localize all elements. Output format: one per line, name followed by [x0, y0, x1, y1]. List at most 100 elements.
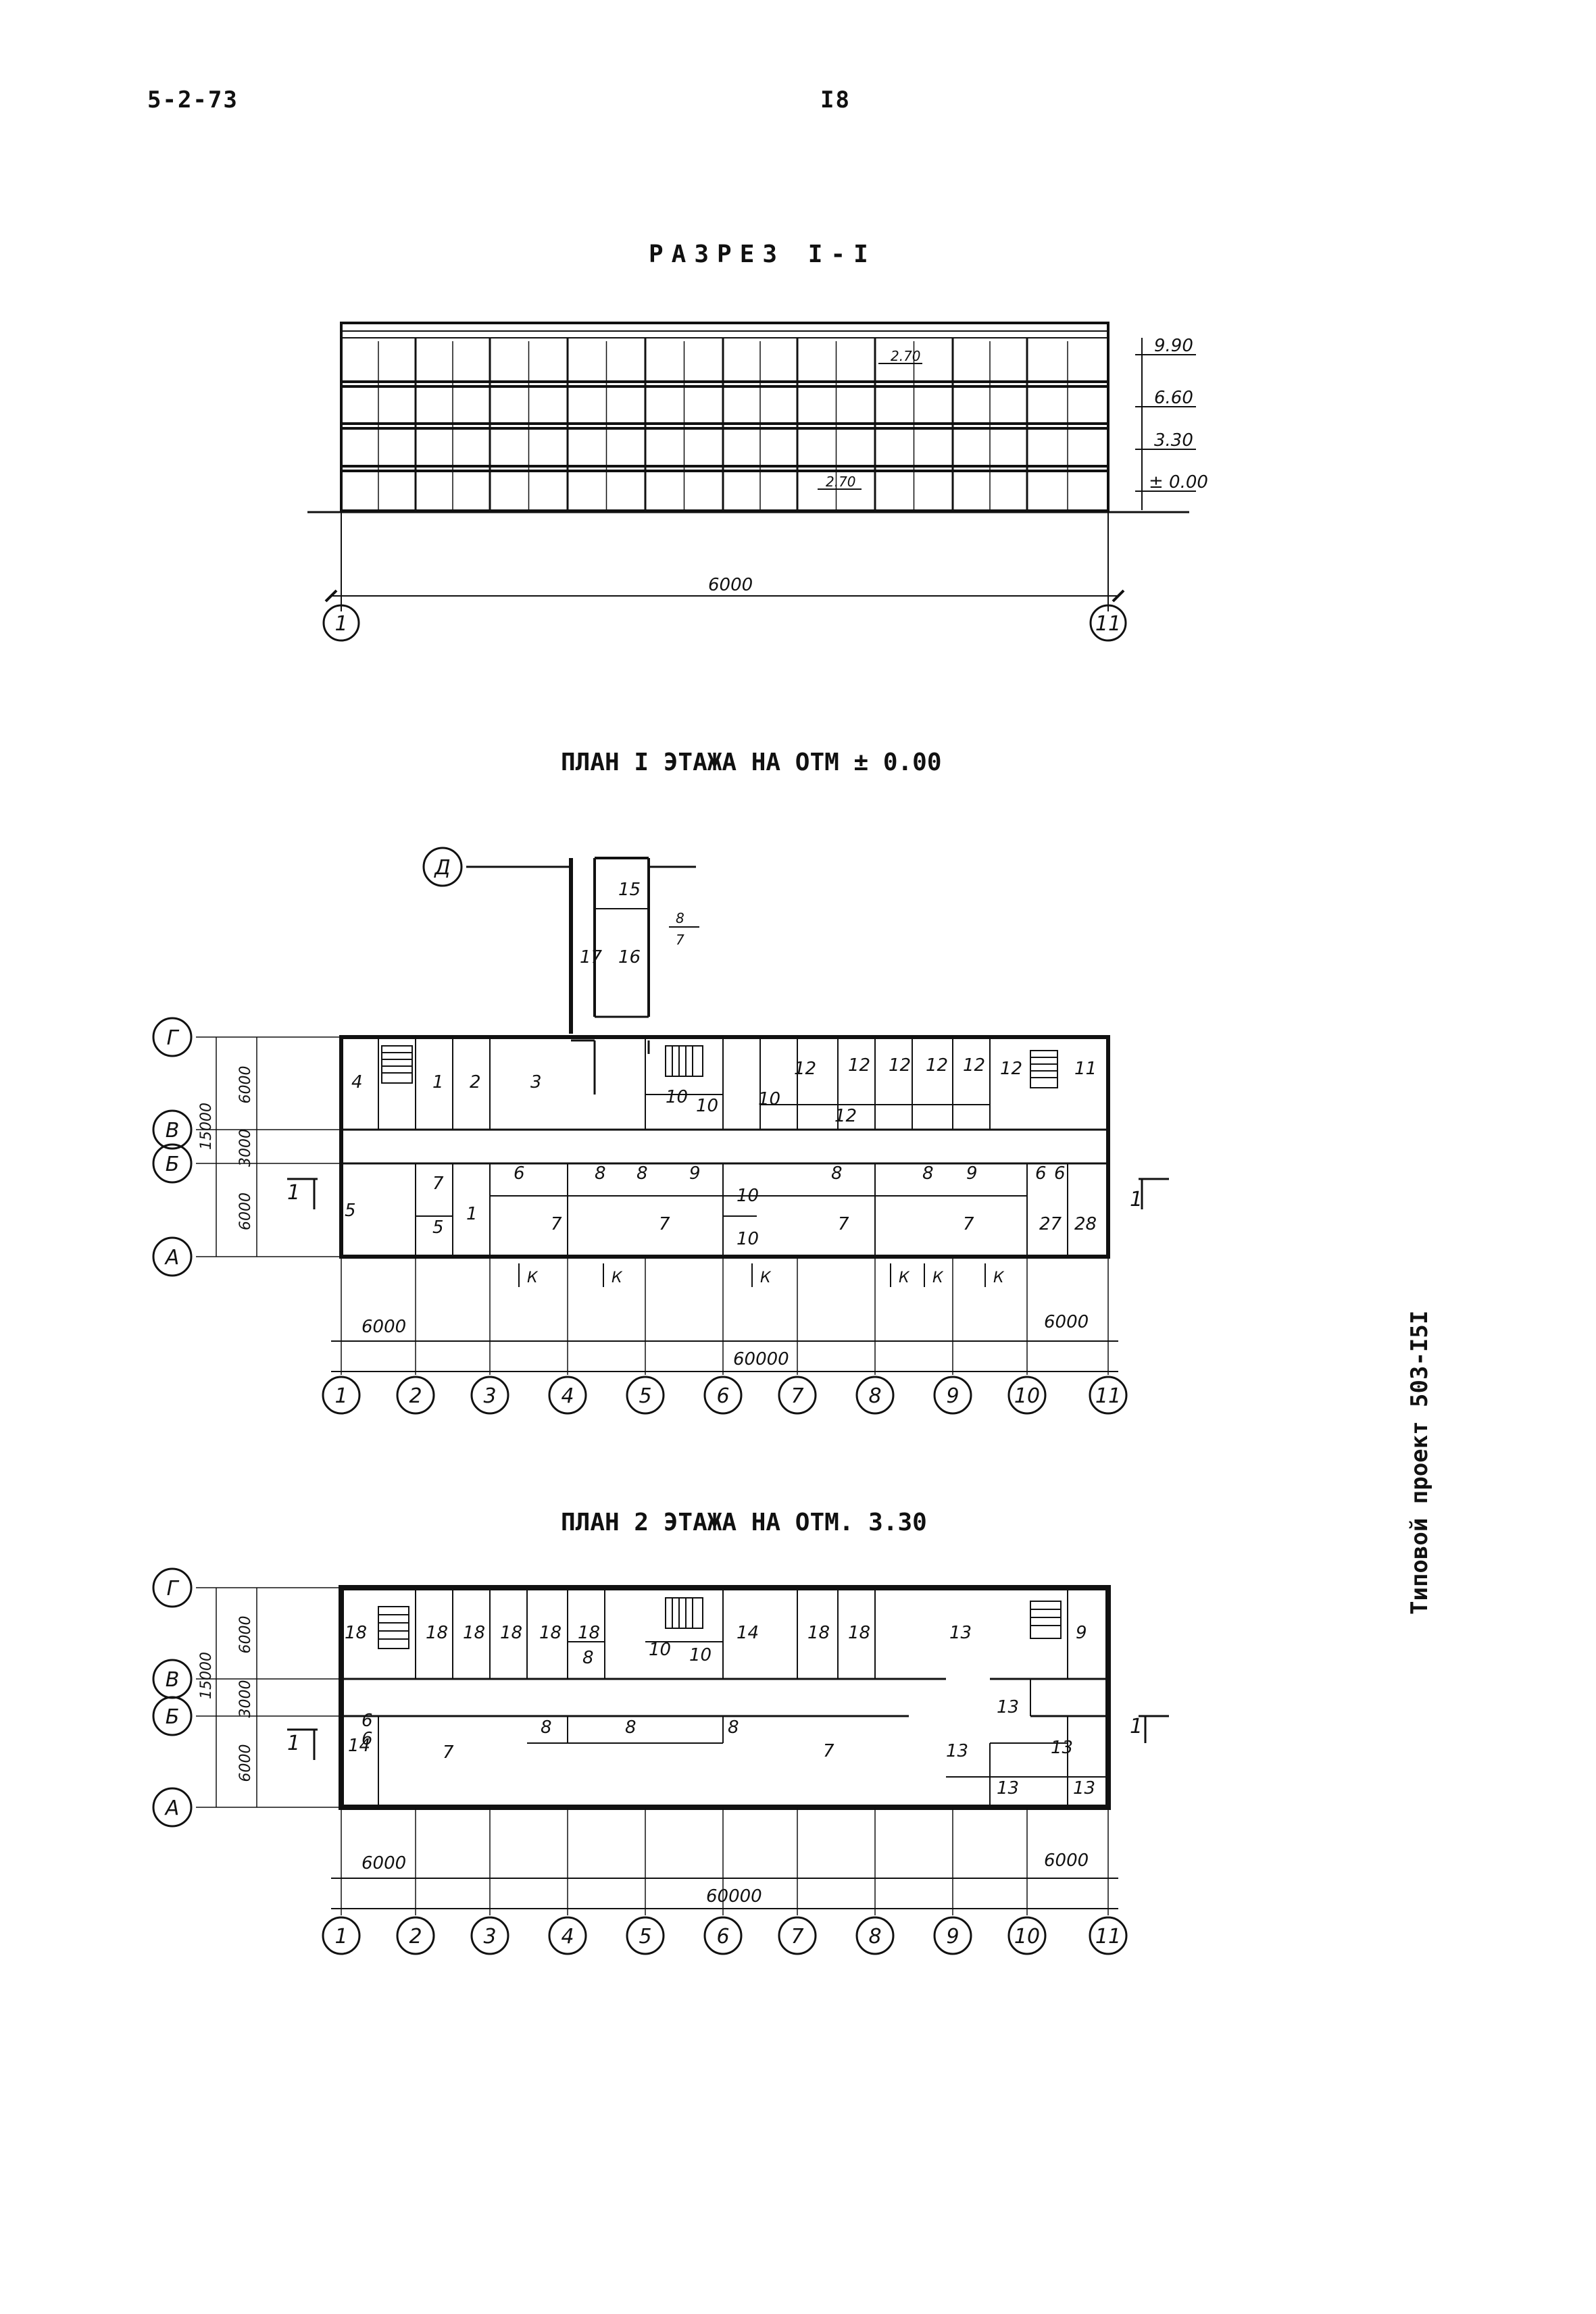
plan2-column-axis-label-9: 9 [946, 1925, 959, 1948]
plan2-column-axis-marker-8 [855, 1916, 895, 1955]
plan1-row-axis-marker-2 [152, 1143, 193, 1184]
level-3-30: 3.30 [1154, 430, 1193, 451]
plan2-room-number: 18 [500, 1623, 522, 1643]
plan2-row-axis-label-3: А [164, 1796, 180, 1820]
plan1-column-axis-label-4: 4 [561, 1384, 574, 1408]
plan2-row-axis-marker-3 [152, 1787, 193, 1828]
plan1-column-axis-label-11: 11 [1095, 1384, 1121, 1408]
section-title: РАЗРЕЗ I-I [649, 241, 876, 268]
plan1-entrance-mark: К [760, 1269, 772, 1286]
plan2-room-number: 8 [541, 1717, 552, 1738]
section-overall-dimension: 6000 [708, 575, 753, 595]
plan1-annex [466, 857, 696, 1095]
plan1-room-number: 7 [432, 1174, 444, 1194]
plan1-row-axis-label-3: А [164, 1246, 180, 1269]
level-6-60: 6.60 [1154, 388, 1193, 408]
plan2-column-axis-marker-11 [1089, 1916, 1128, 1955]
plan2-room-number: 18 [848, 1623, 870, 1643]
plan2-room-number: 14 [348, 1736, 370, 1756]
plan1-room-number: 10 [737, 1229, 759, 1249]
plan2-column-axis-marker-9 [933, 1916, 972, 1955]
plan2-room-number: 10 [689, 1645, 712, 1665]
plan2-room-number: 8 [625, 1717, 637, 1738]
plan2-column-axis-marker-6 [703, 1916, 743, 1955]
plan2-column-axis-label-11: 11 [1095, 1925, 1121, 1948]
plan1-row-dim-1: 3000 [237, 1129, 254, 1167]
plan1-row-axis-marker-D [422, 847, 463, 887]
plan1-column-axis-marker-2 [396, 1376, 435, 1415]
plan1-room-number: 12 [848, 1055, 870, 1076]
plan2-stairs-left [378, 1606, 409, 1649]
plan1-room-number: 8 [922, 1163, 934, 1184]
plan2-row-dim-1: 3000 [237, 1680, 254, 1718]
plan2-room-number: 14 [737, 1623, 759, 1643]
plan2-title: ПЛАН 2 ЭТАЖА НА ОТМ. 3.30 [561, 1509, 927, 1536]
plan1-row-axis-label-0: Г [167, 1026, 180, 1050]
plan1-room-number: 7 [838, 1214, 849, 1234]
plan-floor-2: ПЛАН 2 ЭТАЖА НА ОТМ. 3.30 [152, 1509, 1169, 1955]
plan1-room-number: 15 [618, 880, 641, 900]
plan1-entrance-mark: К [612, 1269, 623, 1286]
plan1-room-number: 6 [1054, 1163, 1066, 1184]
plan2-section-mark-left: 1 [287, 1732, 300, 1755]
plan1-room-number: 5 [345, 1201, 356, 1221]
plan1-row-axis-label-2: Б [166, 1153, 180, 1176]
plan1-column-axis-label-9: 9 [946, 1384, 959, 1408]
plan1-room-number: 12 [794, 1059, 816, 1079]
plan2-row-dim-2: 6000 [237, 1744, 254, 1782]
plan1-room-number: 6 [1035, 1163, 1047, 1184]
side-caption: Типовой проект 503-I5I [1406, 1311, 1433, 1615]
plan2-room-number: 18 [463, 1623, 485, 1643]
plan1-room-number: 5 [432, 1217, 444, 1238]
plan1-room-number: 6 [514, 1163, 525, 1184]
plan1-stairs-middle [665, 1045, 703, 1077]
plan1-room-number: 28 [1074, 1214, 1097, 1234]
plan1-room-number: 10 [666, 1087, 688, 1107]
plan2-stairs-right [1030, 1601, 1062, 1639]
plan1-column-axis-marker-10 [1007, 1376, 1047, 1415]
plan2-room-number: 6 [361, 1711, 373, 1731]
plan1-room-number: 16 [618, 947, 641, 967]
plan2-row-axis-marker-0 [152, 1567, 193, 1608]
plan1-column-axis-marker-3 [470, 1376, 509, 1415]
plan2-column-axis-label-10: 10 [1014, 1925, 1040, 1948]
plan1-column-axis-label-8: 8 [868, 1384, 881, 1408]
plan1-room-number: 7 [659, 1214, 670, 1234]
section-view: РАЗРЕЗ I-I 2.70 2.70 [307, 241, 1208, 642]
plan2-row-axis-marker-2 [152, 1696, 193, 1736]
plan1-room-number: 2 [470, 1072, 481, 1092]
plan1-annex-note-bottom: 7 [676, 932, 684, 948]
plan2-column-axis-marker-10 [1007, 1916, 1047, 1955]
plan1-section-mark-left: 1 [287, 1181, 300, 1205]
plan1-annex-note-top: 8 [676, 910, 684, 926]
plan1-room-number: 1 [432, 1072, 444, 1092]
plan2-stairs-middle [665, 1597, 703, 1629]
plan2-column-axis-marker-3 [470, 1916, 509, 1955]
plan1-column-axis-label-6: 6 [716, 1384, 729, 1408]
plan1-room-number: 8 [595, 1163, 606, 1184]
plan1-room-number: 8 [831, 1163, 843, 1184]
section-axis-label-11: 11 [1095, 612, 1121, 636]
plan2-dim-total: 60000 [706, 1886, 762, 1907]
plan2-column-axis-label-6: 6 [716, 1925, 729, 1948]
plan1-row-dim-0: 6000 [237, 1066, 254, 1104]
page-number: I8 [820, 86, 851, 114]
plan1-room-number: 9 [689, 1163, 701, 1184]
section-columns [340, 338, 1109, 511]
plan2-dim-right: 6000 [1044, 1851, 1089, 1871]
plan1-column-axis-marker-9 [933, 1376, 972, 1415]
plan2-room-number: 13 [1073, 1778, 1095, 1799]
plan1-column-axis-label-3: 3 [483, 1384, 496, 1408]
plan2-column-axis-marker-4 [548, 1916, 587, 1955]
plan1-dim-right: 6000 [1044, 1312, 1089, 1332]
plan2-column-axis-label-8: 8 [868, 1925, 881, 1948]
plan2-room-number: 6 [361, 1729, 373, 1749]
plan2-room-number: 8 [728, 1717, 739, 1738]
plan1-outline [339, 1035, 1110, 1259]
plan2-column-axis-label-1: 1 [334, 1925, 347, 1948]
